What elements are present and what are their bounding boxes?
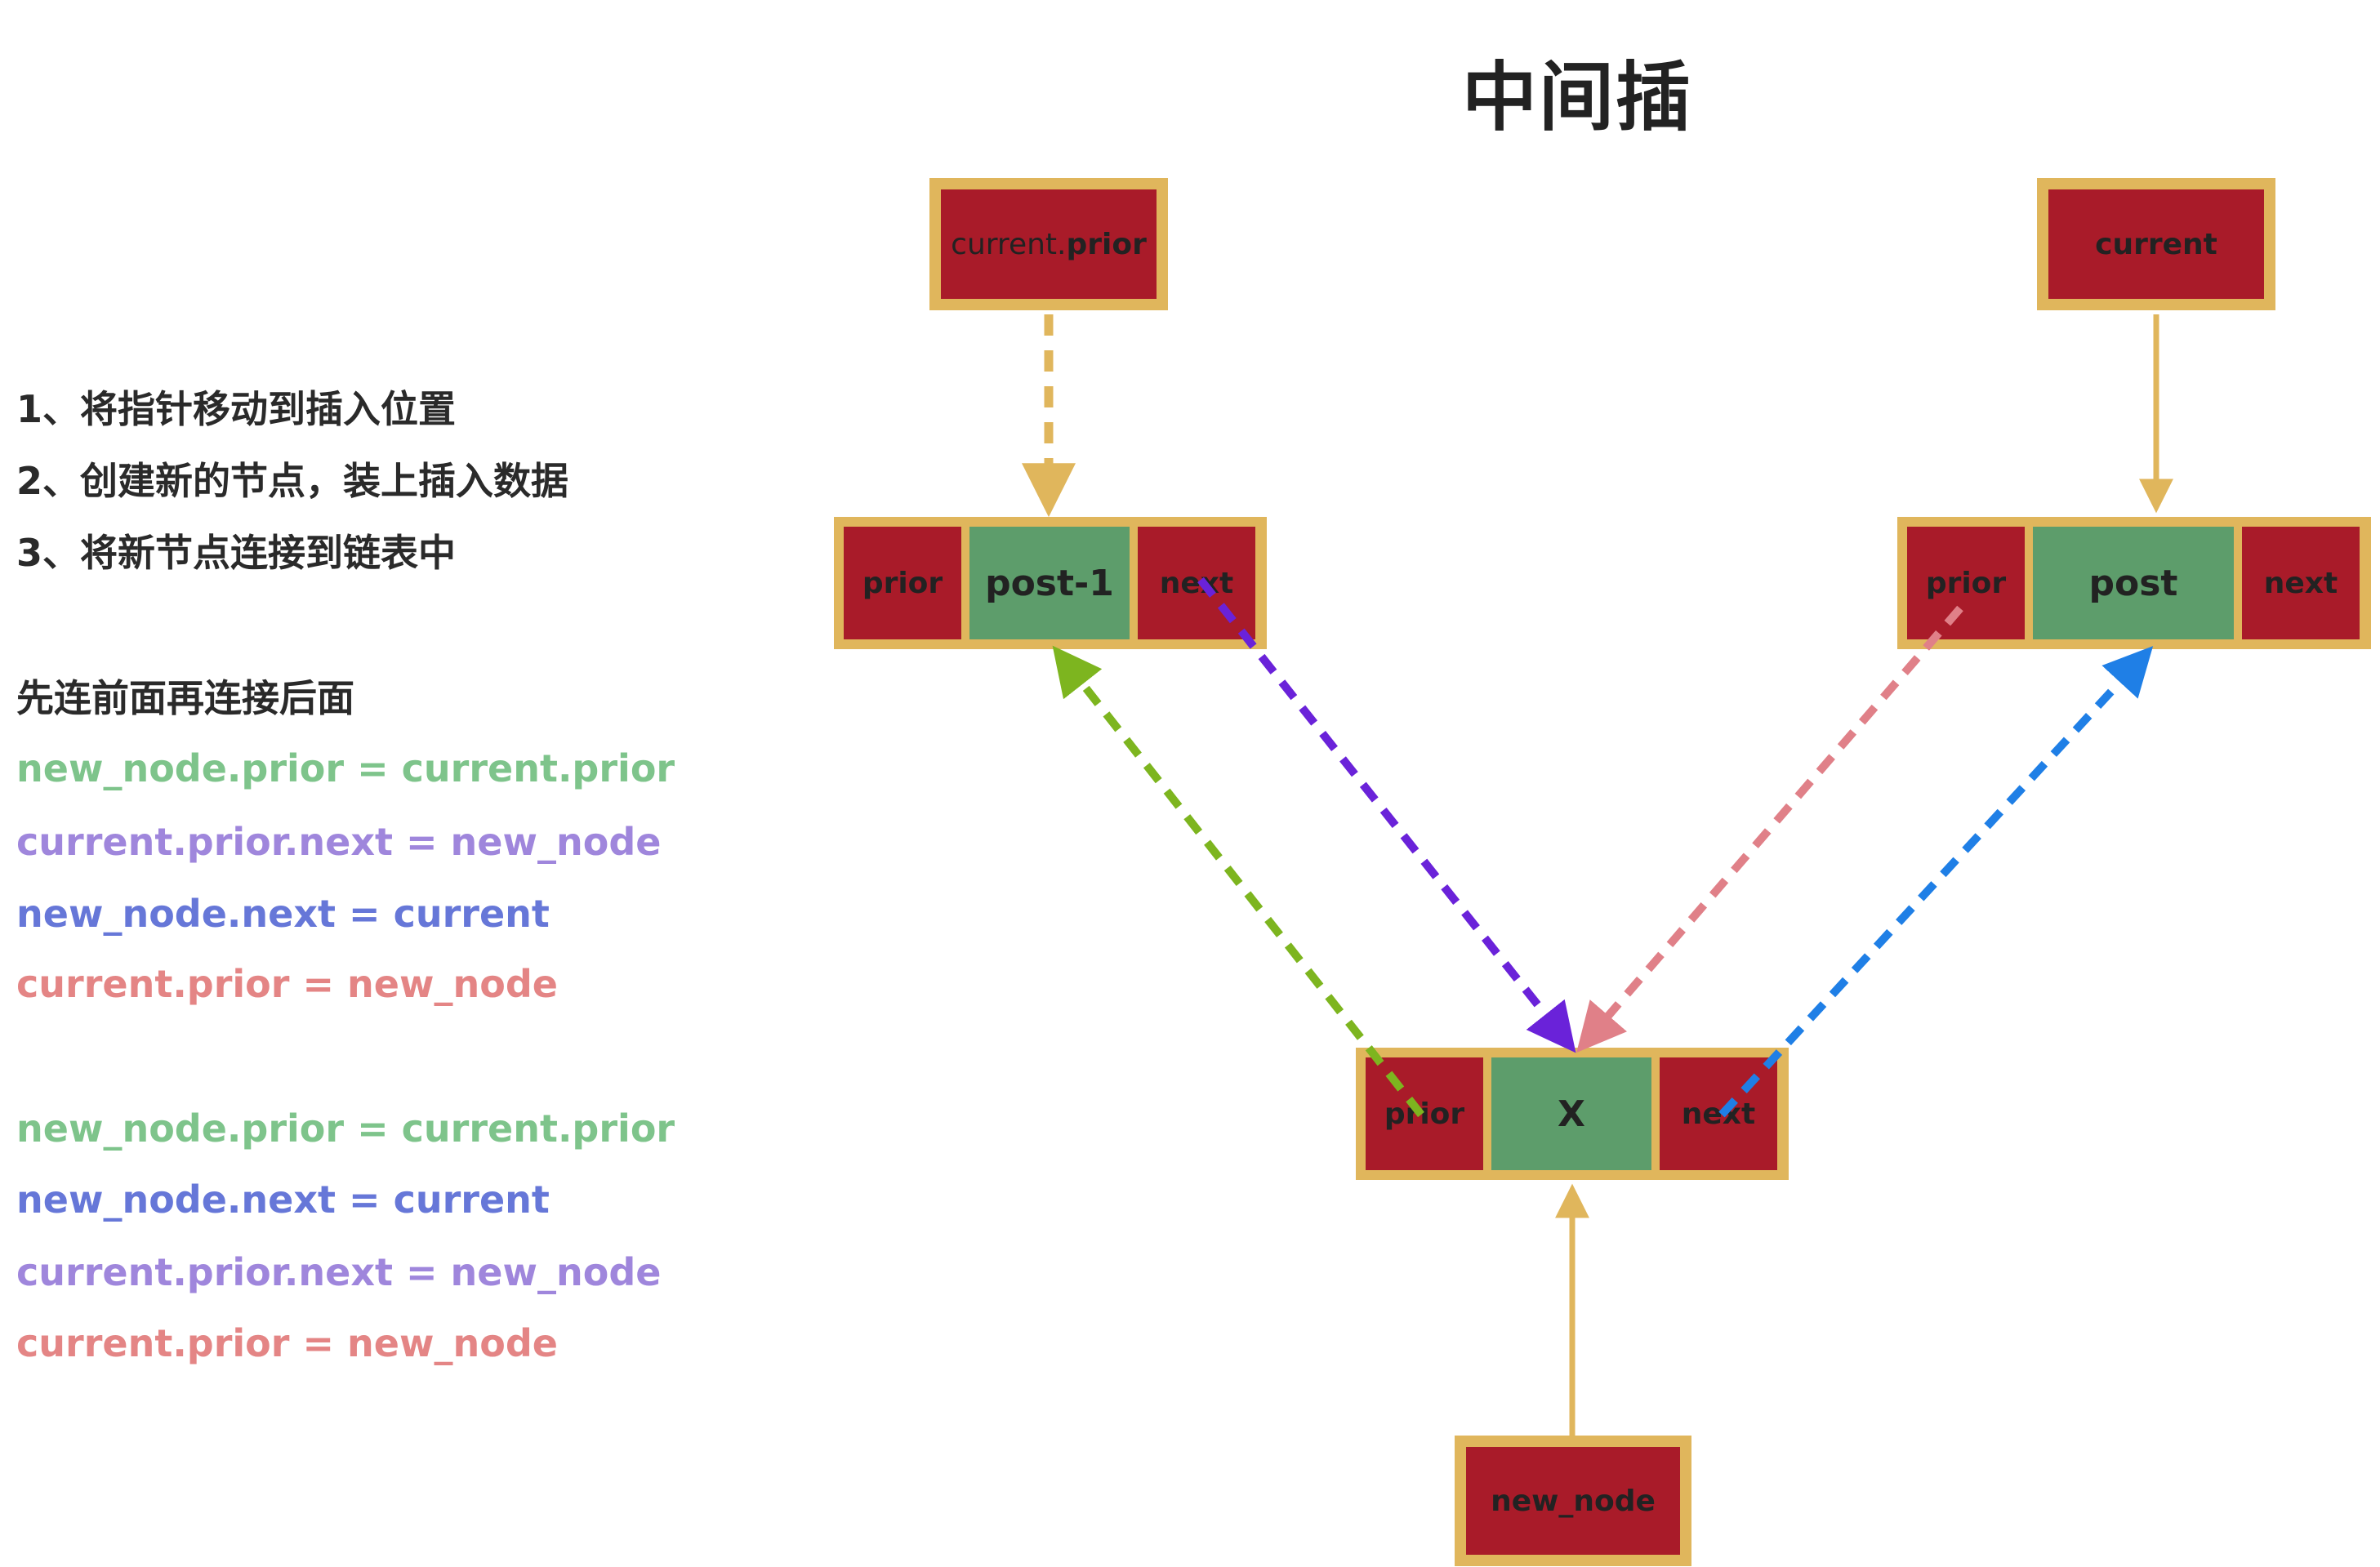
step-2: 2、创建新的节点，装上插入数据 bbox=[16, 459, 569, 503]
node-left-data: post-1 bbox=[969, 527, 1130, 639]
pointer-current-prior-bold: prior bbox=[1066, 227, 1147, 261]
step-3: 3、将新节点连接到链表中 bbox=[16, 531, 457, 575]
pointer-current-prior: current.prior bbox=[929, 178, 1168, 310]
node-new-data: X bbox=[1491, 1057, 1651, 1170]
pointer-new-node: new_node bbox=[1455, 1436, 1691, 1566]
code2-line-3: current.prior.next = new_node bbox=[16, 1250, 662, 1294]
node-right-data: post bbox=[2033, 527, 2234, 639]
code1-line-3: new_node.next = current bbox=[16, 892, 550, 936]
code2-line-1: new_node.prior = current.prior bbox=[16, 1106, 675, 1151]
step-1: 1、将指针移动到插入位置 bbox=[16, 387, 457, 431]
node-left-prior: prior bbox=[844, 527, 961, 639]
pointer-current: current bbox=[2037, 178, 2275, 310]
node-left-next: next bbox=[1138, 527, 1255, 639]
code1-line-2: current.prior.next = new_node bbox=[16, 820, 662, 864]
arrow-new-prior-to-left-node bbox=[1052, 645, 1424, 1118]
node-left: prior post-1 next bbox=[834, 517, 1267, 649]
code2-line-4: current.prior = new_node bbox=[16, 1321, 558, 1365]
pointer-current-label: current bbox=[2095, 227, 2217, 261]
node-new-prior: prior bbox=[1366, 1057, 1483, 1170]
diagram-title: 中间插 bbox=[1462, 54, 1693, 141]
code1-line-4: current.prior = new_node bbox=[16, 962, 558, 1006]
arrow-new-next-to-right-node bbox=[1718, 646, 2154, 1118]
node-right-next: next bbox=[2242, 527, 2360, 639]
node-new: prior X next bbox=[1356, 1048, 1789, 1180]
arrow-left-next-to-new-node bbox=[1197, 576, 1576, 1053]
arrow-right-prior-to-new-node bbox=[1576, 605, 1963, 1053]
node-new-next: next bbox=[1660, 1057, 1777, 1170]
pointer-new-node-label: new_node bbox=[1491, 1484, 1656, 1518]
code1-line-1: new_node.prior = current.prior bbox=[16, 746, 675, 790]
code2-line-2: new_node.next = current bbox=[16, 1177, 550, 1222]
node-right-prior: prior bbox=[1907, 527, 2025, 639]
pointer-current-prior-plain: current. bbox=[951, 227, 1067, 261]
order-note: 先连前面再连接后面 bbox=[16, 676, 354, 720]
node-right: prior post next bbox=[1897, 517, 2371, 649]
